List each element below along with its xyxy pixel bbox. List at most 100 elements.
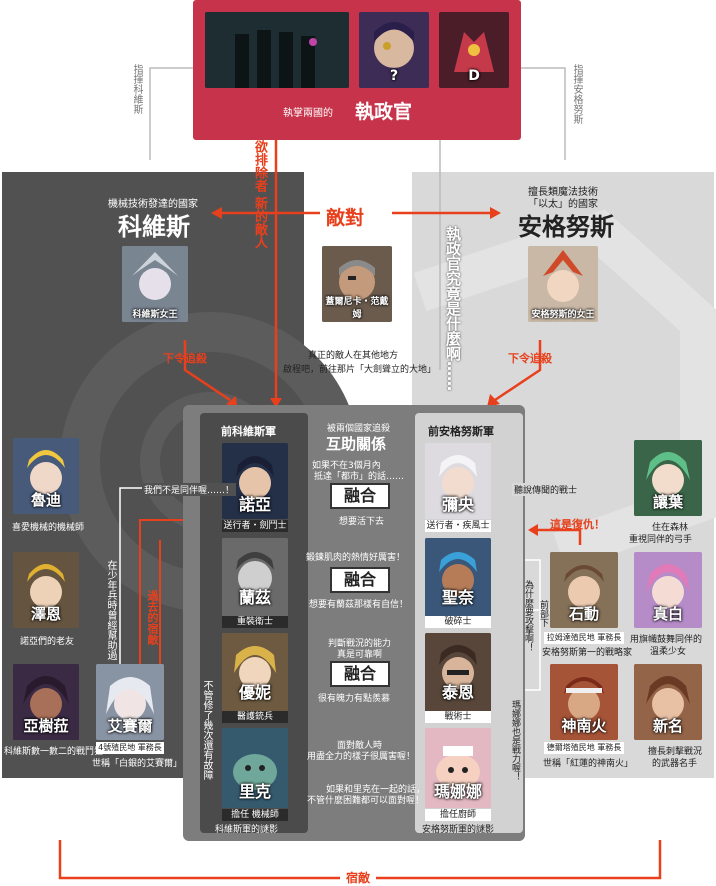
pair1-line1: 如果不在3個月內 <box>312 461 381 471</box>
ex-keves-title: 前科維斯軍 <box>221 425 276 438</box>
cammuravi-desc-2: 世稱「紅蓮的神南火」 <box>543 759 634 769</box>
agnus-queen-label: 安格努斯的女王 <box>531 310 595 320</box>
manana-role-2: 安格努斯軍的謎影 <box>422 825 495 835</box>
cammuravi-desc-1: 德爾塔殖民地 軍務長 <box>544 742 624 754</box>
keves-queen-label: 科維斯女王 <box>132 310 178 320</box>
ex-subordinate-text: 前部下 <box>538 600 548 627</box>
ethel-name: 艾賽爾 <box>107 717 153 735</box>
pair3-line2: 真是可靠啊 <box>337 650 383 660</box>
command-keves-text: 指揮科維斯 <box>131 64 142 114</box>
isurd-name: 石動 <box>568 605 599 623</box>
consul-question-text: 執政官究竟是什麼啊…… <box>444 226 462 391</box>
joran-desc-1: 住在森林 <box>652 523 689 533</box>
agnus-subtitle-1: 擅長類魔法技術 <box>528 187 598 198</box>
ashera-desc: 科維斯數一數二的戰鬥狂 <box>4 747 104 757</box>
riku-portrait: 里克 <box>222 728 288 808</box>
cammuravi-portrait: 神南火 <box>550 664 618 740</box>
keeps-breaking-text: 不管修了幾次還有故障 <box>201 680 212 780</box>
heard-warrior-text: 聽說傳聞的戰士 <box>512 483 580 496</box>
alliance-title: 互助關係 <box>326 435 387 453</box>
ashera-portrait: 亞樹菈 <box>13 664 79 740</box>
command-agnus-text: 指揮安格努斯 <box>571 64 582 124</box>
consul-caption: 執掌兩國的 <box>283 108 333 119</box>
why-attack-text: 為什麼要攻擊啊！ <box>523 580 533 652</box>
ethel-portrait: 艾賽爾 <box>96 664 164 740</box>
pair3-line3: 很有魄力有點羨慕 <box>318 694 391 704</box>
ruby-desc: 喜愛機械的機械師 <box>12 523 85 533</box>
pair4-line4: 不管什麼困難都可以面對喔！ <box>307 796 425 806</box>
manana-name: 瑪娜娜 <box>433 782 482 801</box>
keves-title: 科維斯 <box>118 213 190 241</box>
agnus-title: 安格努斯 <box>518 213 614 241</box>
isurd-desc-1: 拉姆達殖民地 軍務長 <box>544 632 624 644</box>
riku-role-1: 擔任 機械師 <box>222 809 288 821</box>
consul-title: 執政官 <box>355 101 413 123</box>
alliance-caption: 被兩個國家追殺 <box>327 424 391 434</box>
pair4-line3: 如果和里克在一起的話， <box>326 785 426 795</box>
pair1-line2: 抵達「都市」的話…… <box>314 472 405 482</box>
noah-portrait: 諾亞 <box>222 443 288 519</box>
ashera-name: 亞樹菈 <box>23 717 69 735</box>
sena-role: 破碎士 <box>425 616 491 628</box>
shiki-desc-2: 溫柔少女 <box>650 647 687 657</box>
agnus-queen-portrait: 安格努斯的女王 <box>528 246 598 322</box>
not-companion-text: 我們不是同伴喔……！ <box>142 483 237 496</box>
past-rival-text: 過去的宿敵 <box>146 590 159 645</box>
noah-name: 諾亞 <box>238 495 271 514</box>
consul-q-label: ? <box>389 68 399 84</box>
guernica-portrait: 蓋爾尼卡・范戴姆 <box>322 246 392 322</box>
shiki-desc-1: 用旗幟鼓舞同伴的 <box>630 635 703 645</box>
helped-once-text: 在少年兵時曾經幫助過 <box>105 560 116 660</box>
guernica-note-1: 真正的敵人在其他地方 <box>308 351 399 361</box>
keves-subtitle: 機械技術發達的國家 <box>108 199 198 210</box>
ethel-desc-1: 4號殖民地 軍務長 <box>96 742 164 754</box>
consul-d-label: D <box>468 68 480 84</box>
taion-name: 泰恩 <box>441 683 474 702</box>
fusion-badge-1: 融合 <box>330 483 390 509</box>
consul-group-portrait <box>205 12 349 88</box>
zeon-desc: 諾亞們的老友 <box>20 637 75 647</box>
keves-queen-portrait: 科維斯女王 <box>122 246 188 322</box>
isurd-portrait: 石動 <box>550 552 618 628</box>
joran-name: 讓葉 <box>652 493 683 511</box>
pair2-line1: 鍛鍊肌肉的熱情好厲害！ <box>306 553 406 563</box>
newname-desc-1: 擅長刺擊戰況 <box>648 747 703 757</box>
isurd-desc-2: 安格努斯第一的戰略家 <box>542 648 633 658</box>
lanz-name: 蘭茲 <box>238 588 271 607</box>
joran-desc-2: 重視同伴的弓手 <box>629 535 693 545</box>
cammuravi-name: 神南火 <box>561 717 607 735</box>
agnus-subtitle-2: 「以太」的國家 <box>528 199 598 210</box>
exclude-enemy-text: 欲排除者 新的敵人 <box>252 140 267 249</box>
eunie-name: 優妮 <box>238 683 271 702</box>
joran-portrait: 讓葉 <box>634 440 702 516</box>
consul-q-portrait: ? <box>359 12 429 88</box>
newname-desc-2: 的武器名手 <box>652 759 698 769</box>
shiki-portrait: 真白 <box>634 552 702 628</box>
fusion-badge-2: 融合 <box>330 567 390 593</box>
consul-box: ? D 執掌兩國的 執政官 <box>193 0 521 140</box>
revenge-text: 這是復仇！ <box>550 518 605 531</box>
manana-role-1: 擔任廚師 <box>425 809 491 821</box>
newname-portrait: 新名 <box>634 664 702 740</box>
mio-portrait: 彌央 <box>425 443 491 519</box>
noah-role: 送行者・劍鬥士 <box>222 520 288 532</box>
taion-role: 戰術士 <box>425 711 491 723</box>
lanz-portrait: 蘭茲 <box>222 538 288 622</box>
riku-name: 里克 <box>238 782 271 801</box>
pair1-line3: 想要活下去 <box>339 517 385 527</box>
mio-name: 彌央 <box>441 495 474 514</box>
pair3-line1: 判斷戰況的能力 <box>328 639 392 649</box>
hostile-text: 敵對 <box>326 207 365 229</box>
ethel-desc-2: 世稱「白銀的艾賽爾」 <box>92 759 183 769</box>
manana-portrait: 瑪娜娜 <box>425 728 491 808</box>
newname-name: 新名 <box>652 717 683 735</box>
taion-portrait: 泰恩 <box>425 633 491 717</box>
agnus-order-text: 下令追殺 <box>508 352 552 365</box>
mio-role: 送行者・疾風士 <box>425 520 491 532</box>
manana-power-text: 瑪娜娜也是戰力喔！ <box>510 700 520 781</box>
rival-text: 宿敵 <box>340 869 377 886</box>
pair2-line3: 想要有蘭茲那樣有自信！ <box>309 600 409 610</box>
pair4-line2: 用盡全力的樣子很厲害喔！ <box>307 752 416 762</box>
keves-order-text: 下令追殺 <box>163 352 207 365</box>
sena-portrait: 聖奈 <box>425 538 491 622</box>
